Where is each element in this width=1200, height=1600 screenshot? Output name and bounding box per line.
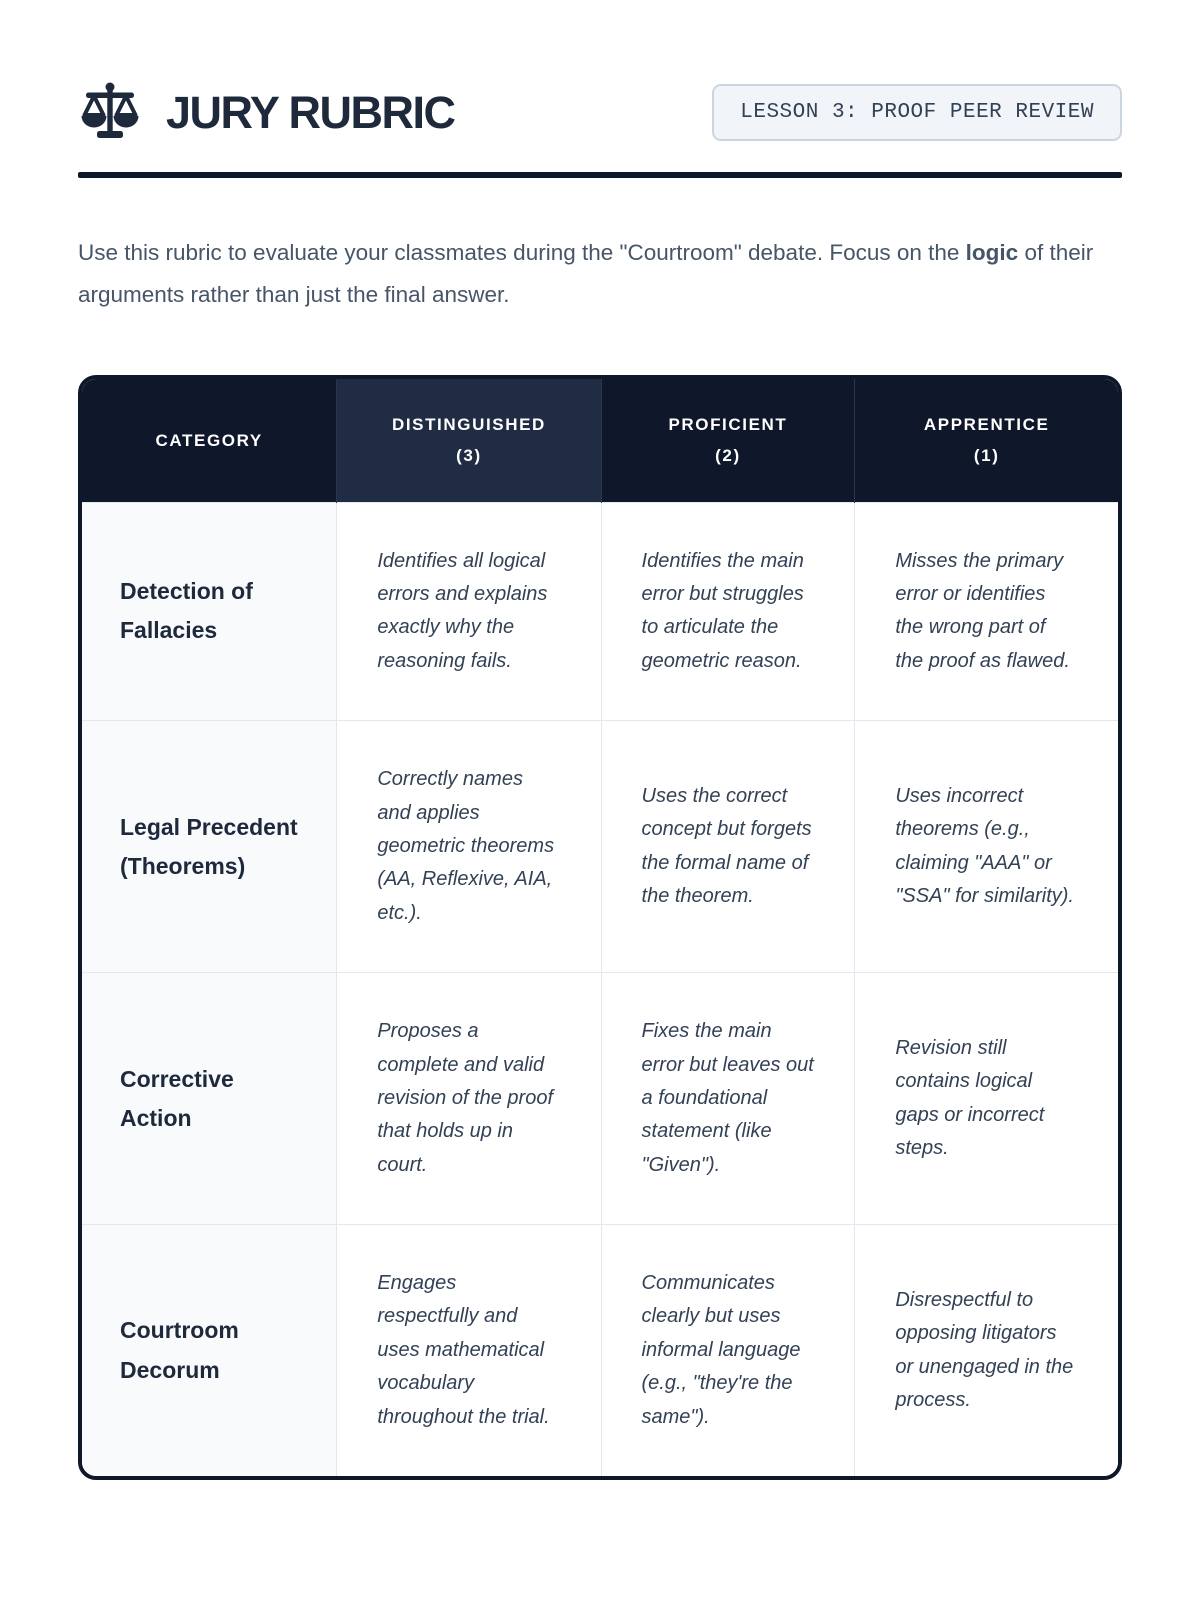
- category-label: Detection of Fallacies: [82, 501, 337, 721]
- column-header-label: CATEGORY: [155, 430, 263, 450]
- table-row-corrective-action: Corrective Action Proposes a complete an…: [82, 972, 1118, 1225]
- cell-proficient: Communicates clearly but uses informal l…: [600, 1224, 855, 1477]
- column-header-distinguished: DISTINGUISHED (3): [336, 379, 602, 503]
- cell-apprentice: Misses the primary error or identifies t…: [854, 501, 1118, 721]
- intro-text-end: of their arguments rather than just the …: [78, 240, 1094, 307]
- column-header-category: CATEGORY: [82, 379, 337, 503]
- column-header-proficient: PROFICIENT (2): [600, 379, 855, 503]
- cell-apprentice: Revision still contains logical gaps or …: [854, 972, 1118, 1225]
- cell-proficient: Fixes the main error but leaves out a fo…: [600, 972, 855, 1225]
- column-header-label: APPRENTICE: [923, 415, 1050, 435]
- cell-apprentice: Disrespectful to opposing litigators or …: [854, 1224, 1118, 1477]
- rubric-table-head: CATEGORY DISTINGUISHED(3) PROFICIENT(2) …: [82, 379, 1118, 503]
- page-header: JURY RUBRIC LESSON 3: PROOF PEER REVIEW: [78, 80, 1122, 144]
- header-divider: [78, 172, 1122, 178]
- lesson-badge: LESSON 3: PROOF PEER REVIEW: [712, 83, 1122, 141]
- intro-text-start: Use this rubric to evaluate your classma…: [78, 240, 966, 265]
- cell-distinguished: Correctly names and applies geometric th…: [336, 720, 602, 973]
- cell-apprentice: Uses incorrect theorems (e.g., claiming …: [854, 720, 1118, 973]
- intro-text-bold: logic: [965, 240, 1019, 265]
- rubric-table-container: CATEGORY DISTINGUISHED(3) PROFICIENT(2) …: [78, 375, 1122, 1481]
- column-header-score: (1): [973, 446, 1000, 466]
- cell-proficient: Uses the correct concept but forgets the…: [600, 720, 855, 973]
- category-label: Legal Precedent (Theorems): [82, 720, 337, 973]
- cell-distinguished: Identifies all logical errors and explai…: [336, 501, 602, 721]
- category-label: Corrective Action: [82, 972, 337, 1225]
- cell-distinguished: Proposes a complete and valid revision o…: [336, 972, 602, 1225]
- column-header-score: (2): [715, 446, 741, 466]
- column-header-label: PROFICIENT: [668, 415, 788, 435]
- table-row-legal-precedent: Legal Precedent (Theorems) Correctly nam…: [82, 720, 1118, 973]
- intro-paragraph: Use this rubric to evaluate your classma…: [78, 232, 1122, 315]
- scales-of-justice-icon: [81, 82, 139, 138]
- category-label: Courtroom Decorum: [82, 1224, 337, 1477]
- rubric-table: CATEGORY DISTINGUISHED(3) PROFICIENT(2) …: [82, 379, 1118, 1477]
- column-header-label: DISTINGUISHED: [391, 415, 546, 435]
- cell-proficient: Identifies the main error but struggles …: [600, 501, 855, 721]
- column-header-apprentice: APPRENTICE (1): [854, 379, 1118, 503]
- table-row-courtroom-decorum: Courtroom Decorum Engages respectfully a…: [82, 1224, 1118, 1477]
- page-title: JURY RUBRIC: [166, 86, 456, 138]
- rubric-table-body: Detection of Fallacies Identifies all lo…: [82, 501, 1118, 1477]
- logo-group: JURY RUBRIC: [78, 80, 456, 144]
- rubric-page: JURY RUBRIC LESSON 3: PROOF PEER REVIEW …: [78, 80, 1122, 1481]
- header-row: CATEGORY DISTINGUISHED(3) PROFICIENT(2) …: [82, 379, 1118, 503]
- table-row-detection-of-fallacies: Detection of Fallacies Identifies all lo…: [82, 501, 1118, 721]
- column-header-score: (3): [456, 446, 482, 466]
- cell-distinguished: Engages respectfully and uses mathematic…: [336, 1224, 602, 1477]
